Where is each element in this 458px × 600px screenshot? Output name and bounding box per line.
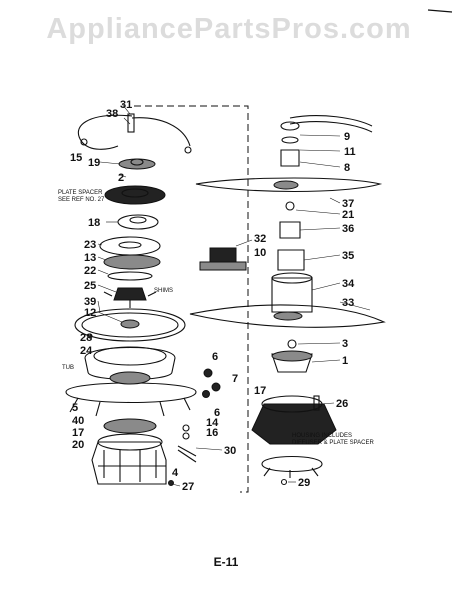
callout-17: 17	[254, 385, 266, 397]
screw	[168, 480, 174, 486]
callout-35: 35	[342, 250, 354, 262]
plate-spacer	[104, 185, 166, 205]
bolt	[127, 113, 135, 133]
notes: PLATE SPACER SEE REF NO. 27 SHIMS TUB HO…	[58, 190, 374, 446]
callout-19: 19	[88, 157, 100, 169]
callout-21: 21	[342, 209, 354, 221]
motor-plate	[103, 418, 157, 434]
upper-wash-arm-assembly	[189, 115, 386, 486]
callout-40: 40	[72, 415, 84, 427]
tub-flange	[65, 382, 197, 403]
callout-10: 10	[254, 247, 266, 259]
callout-34: 34	[342, 278, 355, 290]
lower-wash-arm-assembly	[65, 113, 221, 486]
magnet	[209, 247, 237, 263]
note-tub: TUB	[62, 365, 74, 371]
callout-23: 23	[84, 239, 96, 251]
note-plate-spacer-ref: SEE REF NO. 27	[58, 197, 105, 203]
callout-16: 16	[206, 427, 218, 439]
callout-36: 36	[342, 223, 354, 235]
callout-5: 5	[72, 402, 78, 414]
page-code: E-11	[214, 555, 239, 569]
spring	[202, 390, 210, 398]
callout-1: 1	[342, 355, 348, 367]
callout-22: 22	[84, 265, 96, 277]
washer	[281, 136, 299, 144]
nut	[285, 201, 295, 211]
tower-base	[271, 277, 313, 313]
callout-2: 2	[118, 172, 124, 184]
callout-7: 7	[232, 373, 238, 385]
tower-section	[277, 249, 305, 271]
callout-25: 25	[84, 280, 96, 292]
callout-33: 33	[342, 297, 354, 309]
bolt	[313, 395, 320, 411]
note-housing-contents: DIFFUSER & PLATE SPACER	[292, 440, 374, 446]
callout-9: 9	[344, 131, 350, 143]
large-gasket	[74, 308, 186, 342]
seal-ring	[107, 271, 153, 281]
callout-4: 4	[172, 467, 179, 479]
gasket	[103, 254, 161, 270]
spring	[211, 382, 221, 392]
callout-28: 28	[80, 332, 92, 344]
callout-30: 30	[224, 445, 236, 457]
callout-6: 6	[214, 407, 220, 419]
callout-32: 32	[254, 233, 266, 245]
coupling	[280, 149, 300, 167]
callout-24: 24	[80, 345, 93, 357]
lower-spray-arm	[189, 304, 386, 328]
callout-11: 11	[344, 146, 356, 158]
callout-31: 31	[120, 99, 132, 111]
callout-15: 15	[70, 152, 82, 164]
callout-26: 26	[336, 398, 348, 410]
callout-13: 13	[84, 252, 96, 264]
screw	[87, 333, 93, 339]
callout-6: 6	[212, 351, 218, 363]
note-plate-spacer: PLATE SPACER	[58, 190, 103, 196]
callout-8: 8	[344, 162, 350, 174]
callout-14: 14	[206, 417, 219, 429]
nut	[280, 121, 300, 131]
spray-tube	[279, 221, 301, 239]
callout-17: 17	[72, 427, 84, 439]
assembly-divider-line	[134, 105, 249, 493]
callout-37: 37	[342, 198, 354, 210]
note-shims: SHIMS	[154, 288, 173, 294]
callout-labels: 31 38 15 19 2 18 23 13 22 25 39 12 28 24…	[70, 99, 356, 493]
callout-39: 39	[84, 296, 96, 308]
watermark: AppliancePartsPros.com	[46, 13, 411, 45]
screw	[280, 478, 288, 486]
leader-lines	[97, 103, 371, 487]
callout-3: 3	[342, 338, 348, 350]
plate	[99, 236, 161, 256]
gear-hub	[118, 158, 156, 170]
callout-18: 18	[88, 217, 100, 229]
impeller	[113, 287, 147, 301]
callout-20: 20	[72, 439, 84, 451]
note-housing: HOUSING INCLUDES	[292, 433, 352, 439]
wire-harness	[77, 114, 133, 150]
upper-spray-arm	[195, 177, 383, 193]
spring	[203, 368, 213, 378]
diffuser-plate	[261, 456, 323, 472]
callout-38: 38	[106, 108, 118, 120]
wire-harness-right	[131, 117, 191, 147]
callout-12: 12	[84, 307, 96, 319]
motor-housing	[91, 441, 167, 485]
callout-27: 27	[182, 481, 194, 493]
feed-tube	[289, 115, 373, 133]
callout-29: 29	[298, 477, 310, 489]
